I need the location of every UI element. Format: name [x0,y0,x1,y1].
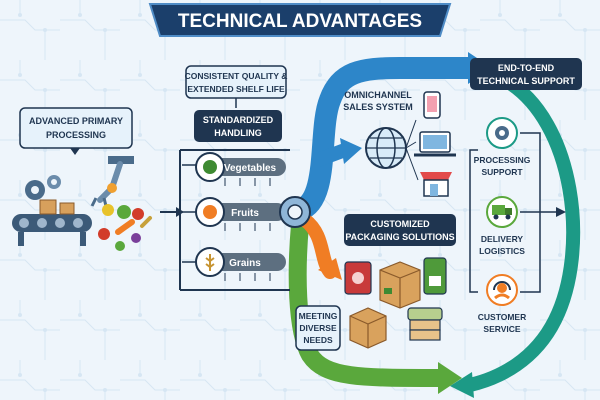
conveyor-belt-icon [12,199,92,246]
central-hub-node [279,196,311,228]
orange-flow-arrow [298,213,342,280]
end-to-end-line1: END-TO-END [498,63,555,73]
end-to-end-label-box: END-TO-END TECHNICAL SUPPORT [470,58,582,90]
lane-fruits: Fruits [182,197,286,227]
page-title: TECHNICAL ADVANTAGES [178,11,422,32]
customized-packaging-line1: CUSTOMIZED [370,219,430,229]
lane-label-fruits: Fruits [231,208,259,219]
consistent-quality-line1: CONSISTENT QUALITY & [185,71,288,81]
standardized-handling-line2: HANDLING [214,128,262,138]
lane-grains: Grains [182,247,286,277]
lane-label-vegetables: Vegetables [224,163,277,174]
food-containers-icon [407,307,443,341]
delivery-logistics-line2: LOGISTICS [479,246,525,256]
lane-drip-lines [224,178,271,281]
standardized-handling-line1: STANDARDIZED [203,115,274,125]
meeting-diverse-line3: NEEDS [303,335,333,345]
standardized-handling-label-box: STANDARDIZED HANDLING [194,110,282,142]
orange-fruit-icon [203,205,217,219]
consistent-quality-line2: EXTENDED SHELF LIFE [187,84,285,94]
delivery-truck-icon [492,205,512,220]
consistent-quality-label-box: CONSISTENT QUALITY & EXTENDED SHELF LIFE [185,65,288,108]
produce-pile-icon [98,204,152,251]
snack-bag-icon [344,261,372,295]
omnichannel-connectors [405,119,419,181]
grain-icon [205,254,215,271]
lane-vegetables: Vegetables [182,152,286,182]
cardboard-box-icon [379,261,421,309]
robotic-arm-icon [90,156,134,207]
customized-packaging-label-box: CUSTOMIZED PACKAGING SOLUTIONS [344,214,456,246]
omnichannel-line2: SALES SYSTEM [343,102,413,112]
stacked-boxes-icon [349,307,387,349]
delivery-logistics-line1: DELIVERY [481,234,524,244]
green-flow-arrow [288,216,462,394]
meeting-diverse-line1: MEETING [299,311,338,321]
delivery-logistics-item: DELIVERY LOGISTICS [479,196,525,256]
globe-icon [365,127,407,169]
title-banner: TECHNICAL ADVANTAGES [148,3,452,37]
laptop-icon [414,131,456,157]
advanced-primary-label-box: ADVANCED PRIMARY PROCESSING [19,107,133,155]
teal-arc-arrow [450,73,581,398]
gears-icon [25,175,61,200]
processing-support-item: PROCESSING SUPPORT [474,117,531,177]
omnichannel-label: OMNICHANNEL SALES SYSTEM [343,90,413,112]
advanced-primary-line2: PROCESSING [46,130,106,140]
customized-packaging-line2: PACKAGING SOLUTIONS [345,232,454,242]
support-bracket [469,132,566,293]
handling-frame [160,149,290,291]
customer-service-line1: CUSTOMER [478,312,527,322]
smartphone-icon [423,91,441,119]
end-to-end-line2: TECHNICAL SUPPORT [477,76,575,86]
advanced-primary-line1: ADVANCED PRIMARY [29,116,123,126]
processing-support-line2: SUPPORT [481,167,523,177]
vegetable-icon [203,160,217,174]
meeting-diverse-label-box: MEETING DIVERSE NEEDS [295,305,341,351]
lane-label-grains: Grains [229,258,261,269]
customer-service-line2: SERVICE [483,324,520,334]
customer-service-item: CUSTOMER SERVICE [478,274,527,334]
omnichannel-line1: OMNICHANNEL [344,90,412,100]
headset-agent-icon [493,281,511,300]
processing-support-line1: PROCESSING [474,155,531,165]
storefront-icon [420,172,452,197]
meeting-diverse-line2: DIVERSE [299,323,337,333]
pouch-icon [423,257,447,295]
